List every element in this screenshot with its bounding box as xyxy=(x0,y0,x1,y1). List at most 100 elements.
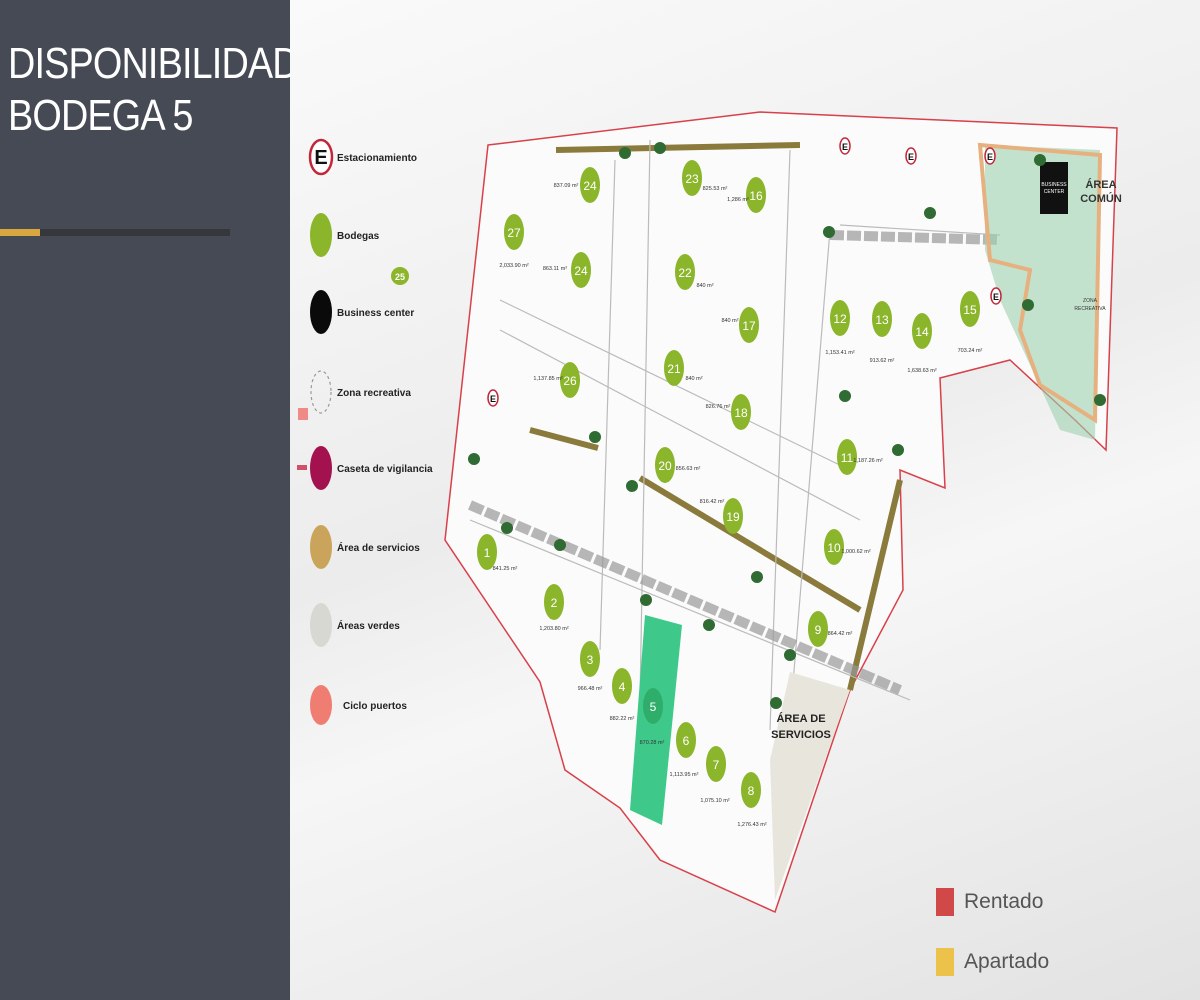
bodega-14[interactable]: 14 1,638.63 m² xyxy=(907,313,937,374)
bodega-marker xyxy=(643,688,663,724)
area-servicios-label: ÁREA DE xyxy=(776,712,825,725)
parking-letter: E xyxy=(908,152,914,162)
divider-bar xyxy=(40,229,230,236)
page-title: DISPONIBILIDAD BODEGA 5 xyxy=(8,38,300,142)
bodega-16[interactable]: 161,286 m² xyxy=(727,177,766,213)
bodega-number: 5 xyxy=(650,700,657,714)
bodega-marker xyxy=(504,214,524,250)
bodega-area: 1,187.26 m² xyxy=(853,458,883,464)
bodega-number: 14 xyxy=(915,325,929,339)
tree-icon xyxy=(1034,154,1046,166)
tree-icon xyxy=(1022,299,1034,311)
parking-icon xyxy=(839,137,851,155)
service-strip xyxy=(638,475,862,613)
parking-e-icon xyxy=(308,138,334,176)
tree-icon xyxy=(626,480,638,492)
bodega-marker xyxy=(912,313,932,349)
bodega-number: 24 xyxy=(583,179,597,193)
bodega-marker xyxy=(872,301,892,337)
bodega-marker xyxy=(655,447,675,483)
bodega-6[interactable]: 6 1,113.95 m² xyxy=(670,722,699,778)
bodega-number: 7 xyxy=(713,758,720,772)
tree-icon xyxy=(640,594,652,606)
legend-label: Áreas verdes xyxy=(337,619,400,632)
parking-letter: E xyxy=(842,142,848,152)
stray-badge-number: 25 xyxy=(395,272,405,282)
cycle-port-marker xyxy=(298,408,308,420)
parking-letter: E xyxy=(993,292,999,302)
bodega-area: 1,075.10 m² xyxy=(700,798,730,804)
bodega-area: 882.22 m² xyxy=(610,716,635,722)
tree-icon xyxy=(924,207,936,219)
bodega-number: 3 xyxy=(587,653,594,667)
bodega-number: 6 xyxy=(683,734,690,748)
status-rentado: Rentado xyxy=(936,888,1043,916)
service-strip xyxy=(847,479,903,691)
bodega-marker xyxy=(580,641,600,677)
tan-circle-icon xyxy=(310,525,332,569)
bodega-area: 1,113.95 m² xyxy=(670,772,699,778)
tree-icon xyxy=(619,147,631,159)
bodega-area: 1,638.63 m² xyxy=(907,368,937,374)
guard-booth-marker xyxy=(297,465,307,470)
bodega-area: 1,137.85 m² xyxy=(533,376,563,382)
bodega-number: 13 xyxy=(875,313,889,327)
bodega-26[interactable]: 261,137.85 m² xyxy=(533,362,580,398)
bodega-7[interactable]: 7 1,075.10 m² xyxy=(700,746,730,804)
bodega-area: 840 m² xyxy=(696,283,713,289)
business-center-label: CENTER xyxy=(1044,189,1065,195)
parking-icon xyxy=(487,389,499,407)
parking-row xyxy=(468,500,902,695)
bodega-number: 19 xyxy=(726,510,740,524)
rentado-label: Rentado xyxy=(964,890,1044,913)
bodega-number: 26 xyxy=(563,374,577,388)
tree-icon xyxy=(468,453,480,465)
title-line-1: DISPONIBILIDAD xyxy=(8,39,300,88)
business-center-label: BUSINESS xyxy=(1041,182,1067,188)
bodega-number: 24 xyxy=(574,264,588,278)
bodega-2[interactable]: 2 1,203.80 m² xyxy=(539,584,569,632)
bodega-8[interactable]: 81,276.43 m² xyxy=(737,772,767,828)
bodega-marker xyxy=(560,362,580,398)
bodega-marker xyxy=(580,167,600,203)
bodega-area: 863.11 m² xyxy=(543,266,568,272)
bodega-area: 703.24 m² xyxy=(958,348,983,354)
bodega-area: 1,203.80 m² xyxy=(539,626,569,632)
bodega-27[interactable]: 272,033.90 m² xyxy=(499,214,529,269)
bodega-area: 966.48 m² xyxy=(578,686,603,692)
bodega-number: 27 xyxy=(507,226,521,240)
bodega-24[interactable]: 24 863.11 m² xyxy=(543,252,591,288)
bodega-marker xyxy=(571,252,591,288)
parking-e-letter: E xyxy=(314,147,327,169)
bodega-number: 10 xyxy=(827,541,841,555)
bodega-marker xyxy=(664,350,684,386)
area-comun-label: COMÚN xyxy=(1080,192,1122,205)
green-circle-icon xyxy=(310,213,332,257)
bodega-marker xyxy=(746,177,766,213)
bodega-marker xyxy=(675,254,695,290)
tree-icon xyxy=(554,539,566,551)
bodega-number: 2 xyxy=(551,596,558,610)
bodega-marker xyxy=(960,291,980,327)
bodega-12[interactable]: 121,153.41 m² xyxy=(825,300,855,356)
bodega-3[interactable]: 3 966.48 m² xyxy=(578,641,603,692)
